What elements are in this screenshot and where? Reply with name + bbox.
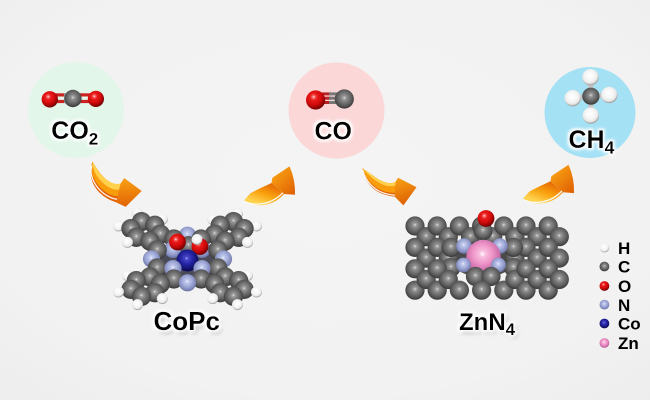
svg-text:O: O (618, 277, 631, 296)
svg-text:CO: CO (315, 118, 353, 146)
svg-text:CoPc: CoPc (154, 306, 220, 336)
svg-text:N: N (618, 296, 630, 315)
svg-text:Zn: Zn (618, 334, 639, 353)
svg-text:Co: Co (618, 315, 641, 334)
svg-text:CH4: CH4 (569, 126, 615, 158)
svg-text:C: C (618, 258, 630, 277)
svg-text:H: H (618, 239, 630, 258)
